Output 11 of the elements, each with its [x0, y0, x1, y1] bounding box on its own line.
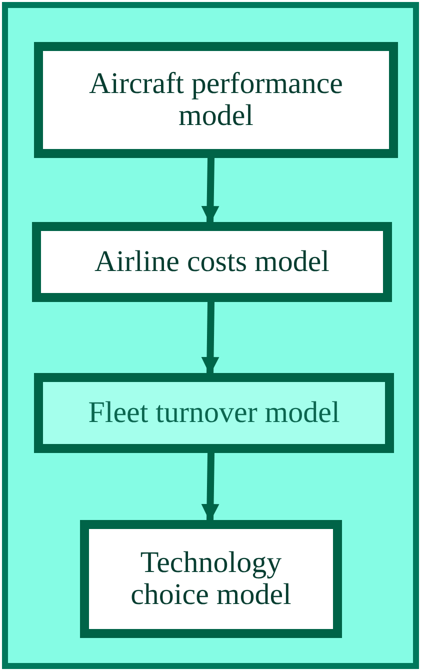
process-box	[32, 222, 392, 302]
process-box	[80, 520, 342, 638]
arrow	[201, 302, 220, 375]
process-box	[34, 373, 394, 453]
process-box	[34, 42, 398, 158]
arrow	[201, 158, 220, 224]
arrow	[201, 452, 220, 522]
node-label: Technology choice model	[130, 547, 292, 611]
node-label: Airline costs model	[94, 246, 330, 278]
node-label: Aircraft performance model	[88, 68, 344, 132]
node-label: Fleet turnover model	[88, 397, 340, 429]
